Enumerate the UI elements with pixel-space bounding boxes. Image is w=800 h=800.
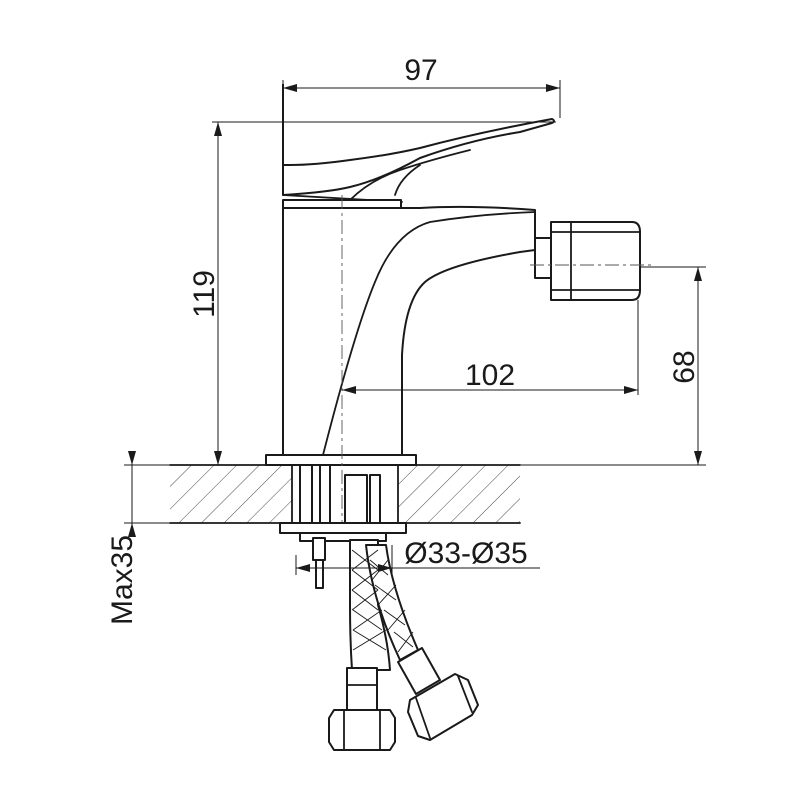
- dimension-119-label: 119: [188, 270, 221, 318]
- dimension-68-label: 68: [668, 350, 701, 383]
- dimension-height-total: 119: [188, 121, 556, 466]
- center-lines: [341, 195, 652, 540]
- flexible-hoses: [328, 539, 479, 751]
- dimension-hole-diameter: Ø33-Ø35: [295, 537, 540, 575]
- dimension-width-top: 97: [282, 54, 561, 118]
- dimension-spout-height: 68: [520, 266, 706, 466]
- dimension-max35-label: Max35: [106, 535, 139, 625]
- dimension-max-thickness: Max35: [106, 451, 280, 625]
- faucet-body: [265, 84, 641, 466]
- hose-braid-left: [351, 549, 387, 651]
- dimension-97-label: 97: [404, 54, 437, 87]
- dimension-diameter-label: Ø33-Ø35: [404, 537, 527, 570]
- countertop: [169, 464, 521, 524]
- dimension-reach: 102: [342, 300, 639, 395]
- hose-braid-right: [369, 559, 414, 653]
- mounting-assembly: [279, 464, 407, 589]
- dimension-102-label: 102: [465, 359, 515, 392]
